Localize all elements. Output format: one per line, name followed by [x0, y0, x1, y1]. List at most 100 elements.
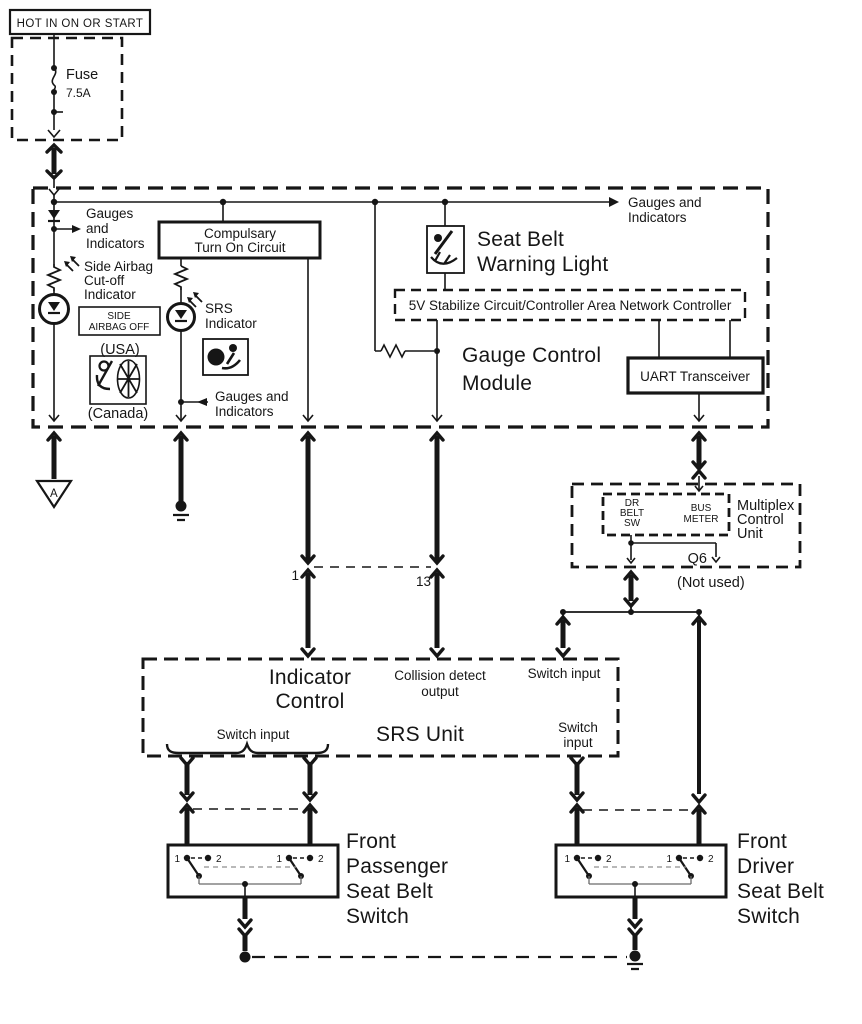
switch-input-top-label: Switch input	[528, 666, 601, 681]
title-line: Front	[346, 830, 396, 853]
terminal-label: 2	[216, 854, 222, 865]
terminal-dot	[696, 854, 704, 862]
airbag-icon-box	[202, 338, 249, 376]
fuse-box	[10, 36, 124, 142]
seatbelt-strap	[95, 360, 114, 391]
driver-seat-belt-switch: 1 2 1 2	[554, 843, 728, 899]
terminal-label: 2	[318, 854, 324, 865]
uart-to-mcu-wire	[691, 430, 707, 493]
seat-belt-strap	[433, 230, 454, 255]
seat-belt-light-label2: Warning Light	[477, 253, 608, 276]
srs-border	[141, 657, 620, 758]
pin13-wire: 13	[416, 430, 445, 659]
bus-meter1: BUS	[691, 503, 712, 514]
ray-tip	[64, 261, 70, 267]
pin1-wire: 1	[291, 430, 316, 659]
terminal-label: 2	[708, 854, 714, 865]
gcm-title-line2: Module	[462, 372, 532, 395]
terminal-label: 1	[666, 854, 672, 865]
collision-feed	[374, 202, 443, 423]
srs-indicator-label1: SRS	[205, 301, 233, 316]
chassis-ground-lines	[173, 513, 189, 522]
ray-tip	[70, 256, 76, 262]
title-line: Driver	[737, 855, 794, 878]
left-tap-label1: Gauges	[86, 206, 134, 221]
switch-input-right-label1: Switch	[558, 720, 598, 735]
stabilizer-box	[393, 288, 747, 322]
indicator-rays-icon	[66, 259, 80, 272]
arrow-down-icon	[694, 485, 704, 493]
connector-icon	[555, 614, 571, 626]
junction-dot	[628, 609, 634, 615]
resistor-icon	[172, 265, 190, 290]
dr-belt-sw2: BELT	[620, 508, 644, 519]
connector-icon	[691, 793, 707, 805]
connector-icon	[429, 647, 445, 659]
power-feed-section: HOT IN ON OR START Fuse 7.5A	[8, 8, 152, 188]
connector-icon	[302, 791, 318, 803]
led-diode	[175, 310, 187, 319]
mcu-inner-box	[601, 492, 731, 537]
connector-icon	[237, 918, 253, 939]
connector-icon	[300, 430, 316, 442]
ground-dot-icon	[175, 500, 187, 512]
q6-label: Q6	[688, 551, 707, 567]
wire	[374, 202, 434, 352]
fuse-node-dot	[51, 65, 57, 71]
connector-icon	[300, 567, 316, 579]
gauge-control-module: Gauge Control Module Gauges and Indicato…	[31, 186, 770, 429]
indicator-control-label1: Indicator	[269, 666, 351, 689]
title-line: Switch	[737, 905, 800, 928]
wires	[658, 320, 731, 358]
connector-icon	[45, 169, 63, 181]
arrow-down-icon	[48, 414, 60, 423]
passenger-switch-box	[166, 843, 340, 899]
title-line: Switch	[346, 905, 409, 928]
ground-a-label: A	[50, 488, 58, 500]
dr-belt-sw1: DR	[625, 498, 639, 509]
passenger-seat-belt-switch: 1 2 1 2	[166, 843, 340, 899]
compulsary-label2: Turn On Circuit	[194, 240, 285, 255]
connector-icon	[569, 802, 585, 814]
mid-tap-label1: Gauges and	[215, 389, 289, 404]
uart-box	[626, 356, 765, 395]
gcm-title-line1: Gauge Control	[462, 344, 601, 367]
switch-input-right-label2: input	[563, 735, 593, 750]
passenger-switch-wires	[179, 756, 318, 845]
connector-icon	[300, 647, 316, 659]
arrow-down-icon	[175, 414, 187, 423]
side-airbag-off-box	[78, 306, 161, 336]
uart-transceiver: UART Transceiver	[626, 320, 765, 423]
arrow-left-icon	[197, 398, 207, 406]
splice-dot	[239, 951, 251, 963]
lattice-lines	[118, 361, 139, 397]
ground-a-icon	[34, 479, 74, 510]
fuse-node-dot	[51, 89, 57, 95]
mid-tap-label2: Indicators	[215, 404, 274, 419]
mcu-out-wires	[630, 535, 717, 560]
compulsary-box	[157, 220, 322, 260]
passenger-switch-title: Front Passenger Seat Belt Switch	[346, 830, 448, 928]
gcm-border	[31, 186, 770, 429]
terminal-label: 2	[606, 854, 612, 865]
arrow-down-icon	[693, 414, 705, 423]
connector-icon	[569, 791, 585, 803]
connector-icon	[429, 567, 445, 579]
fuse-rating: 7.5A	[66, 86, 91, 100]
dr-belt-sw3: SW	[624, 518, 641, 529]
seat-belt-light-label1: Seat Belt	[477, 228, 564, 251]
power-bus-wire	[53, 195, 609, 203]
terminal-dot	[204, 854, 212, 862]
driver-switch-wires	[569, 756, 707, 845]
connector-icon	[691, 614, 707, 626]
hot-label: HOT IN ON OR START	[17, 18, 144, 30]
airbag-person-head	[229, 344, 237, 352]
compulsary-circuit: Compulsary Turn On Circuit	[157, 202, 322, 260]
ground-chassis-branch	[173, 430, 189, 522]
terminal-label: 1	[564, 854, 570, 865]
canada-icon-box	[89, 355, 147, 405]
connector-icon	[691, 468, 707, 480]
title-line: Passenger	[346, 855, 448, 878]
resistor-icon	[45, 264, 63, 291]
